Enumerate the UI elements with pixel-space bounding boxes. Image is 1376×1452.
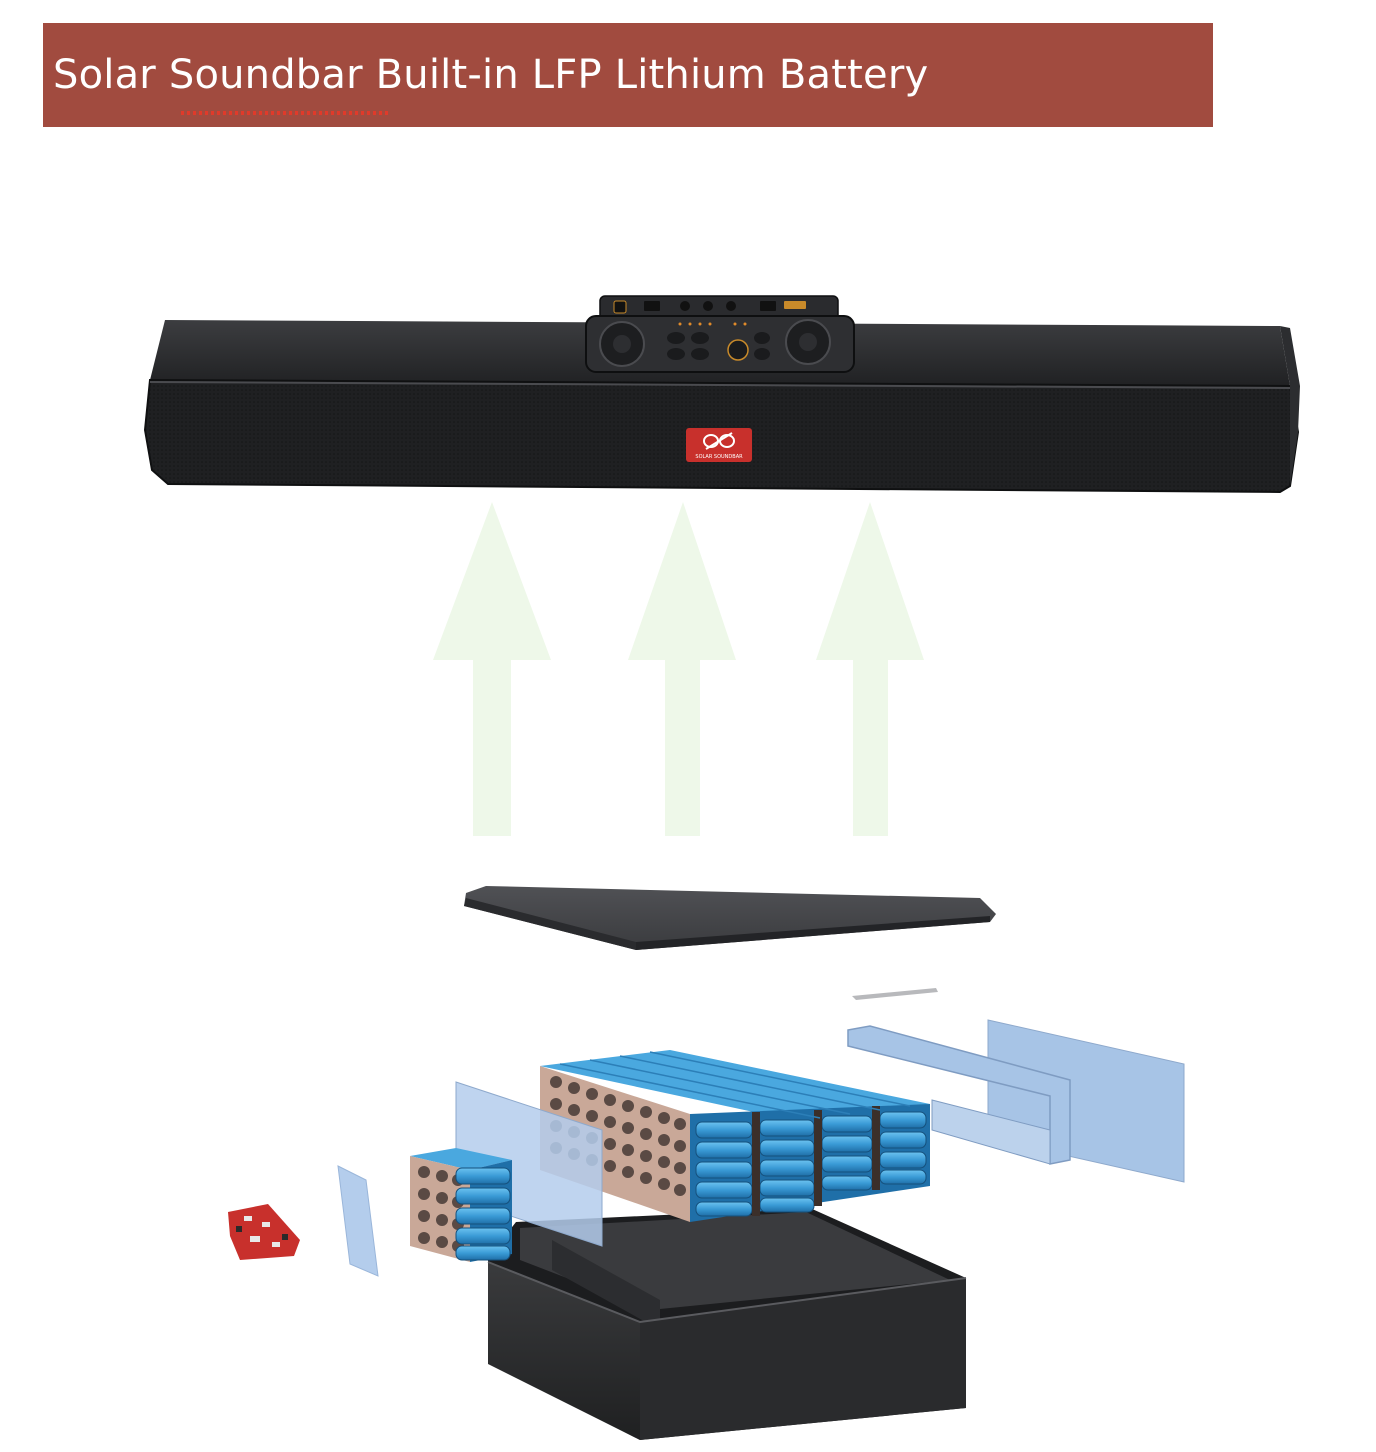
enclosure-front-wall xyxy=(488,1262,640,1440)
insulation-sheet-small xyxy=(337,1165,379,1277)
small-module-cells xyxy=(455,1167,511,1261)
play-button-icon xyxy=(667,348,685,360)
pcb-components xyxy=(244,1216,280,1247)
battery-pack-top xyxy=(540,1050,930,1122)
light-button-icon xyxy=(754,332,770,344)
brand-badge-text: SOLAR SOUNDBAR xyxy=(695,454,743,460)
enclosure-rim xyxy=(487,1261,967,1324)
lid-side-edge xyxy=(636,916,990,950)
thermal-strip xyxy=(852,988,938,1000)
eq-button-icon xyxy=(754,348,770,360)
guitar-port-icon xyxy=(726,301,736,311)
arrow-up-icon xyxy=(816,502,924,836)
insulation-sheets xyxy=(847,1019,1185,1183)
insulation-sheet-right xyxy=(987,1019,1185,1183)
battery-cells xyxy=(695,1106,927,1217)
volume-knob-center xyxy=(613,335,631,353)
next-button-icon xyxy=(691,348,709,360)
mode-button-icon xyxy=(667,332,685,344)
power-button-icon xyxy=(727,339,749,361)
dc-port-icon xyxy=(613,300,627,314)
title-banner: Solar Soundbar Built-in LFP Lithium Batt… xyxy=(43,23,1213,127)
upward-arrows xyxy=(433,502,924,836)
soundbar-end-cap xyxy=(1280,326,1300,486)
port-label-icon xyxy=(784,301,806,309)
mic-port-icon xyxy=(703,301,713,311)
insulation-bracket-floor xyxy=(931,1099,1051,1165)
page-title: Solar Soundbar Built-in LFP Lithium Batt… xyxy=(53,52,929,98)
battery-top-stripes xyxy=(559,1051,911,1119)
echo-knob-center xyxy=(799,333,817,351)
arrow-up-icon xyxy=(628,502,736,836)
soundbar-edge-highlight xyxy=(149,381,1291,389)
battery-enclosure xyxy=(487,1208,967,1440)
prev-button-icon xyxy=(691,332,709,344)
arrow-up-icon xyxy=(433,502,551,836)
indicator-leds xyxy=(678,322,747,326)
spellcheck-underline xyxy=(181,111,391,115)
insulation-bracket xyxy=(847,1025,1071,1165)
battery-lid xyxy=(464,886,996,950)
brand-badge-plate xyxy=(686,428,752,462)
aux-port-icon xyxy=(680,301,690,311)
small-module-top xyxy=(410,1148,512,1170)
brand-logo-icon xyxy=(703,432,735,450)
brand-badge: SOLAR SOUNDBAR xyxy=(686,428,752,462)
soundbar: SOLAR SOUNDBAR xyxy=(143,295,1300,494)
enclosure-right-wall xyxy=(640,1278,966,1440)
lid-front-edge xyxy=(464,898,636,950)
bms-pcb xyxy=(228,1204,300,1260)
control-panel xyxy=(585,295,855,373)
usb-port-2-icon xyxy=(760,301,776,311)
control-plate xyxy=(585,315,855,373)
pcb-chips xyxy=(236,1226,288,1240)
enclosure-divider xyxy=(552,1240,660,1330)
small-battery-module xyxy=(410,1148,512,1262)
usb-port-icon xyxy=(644,301,660,311)
